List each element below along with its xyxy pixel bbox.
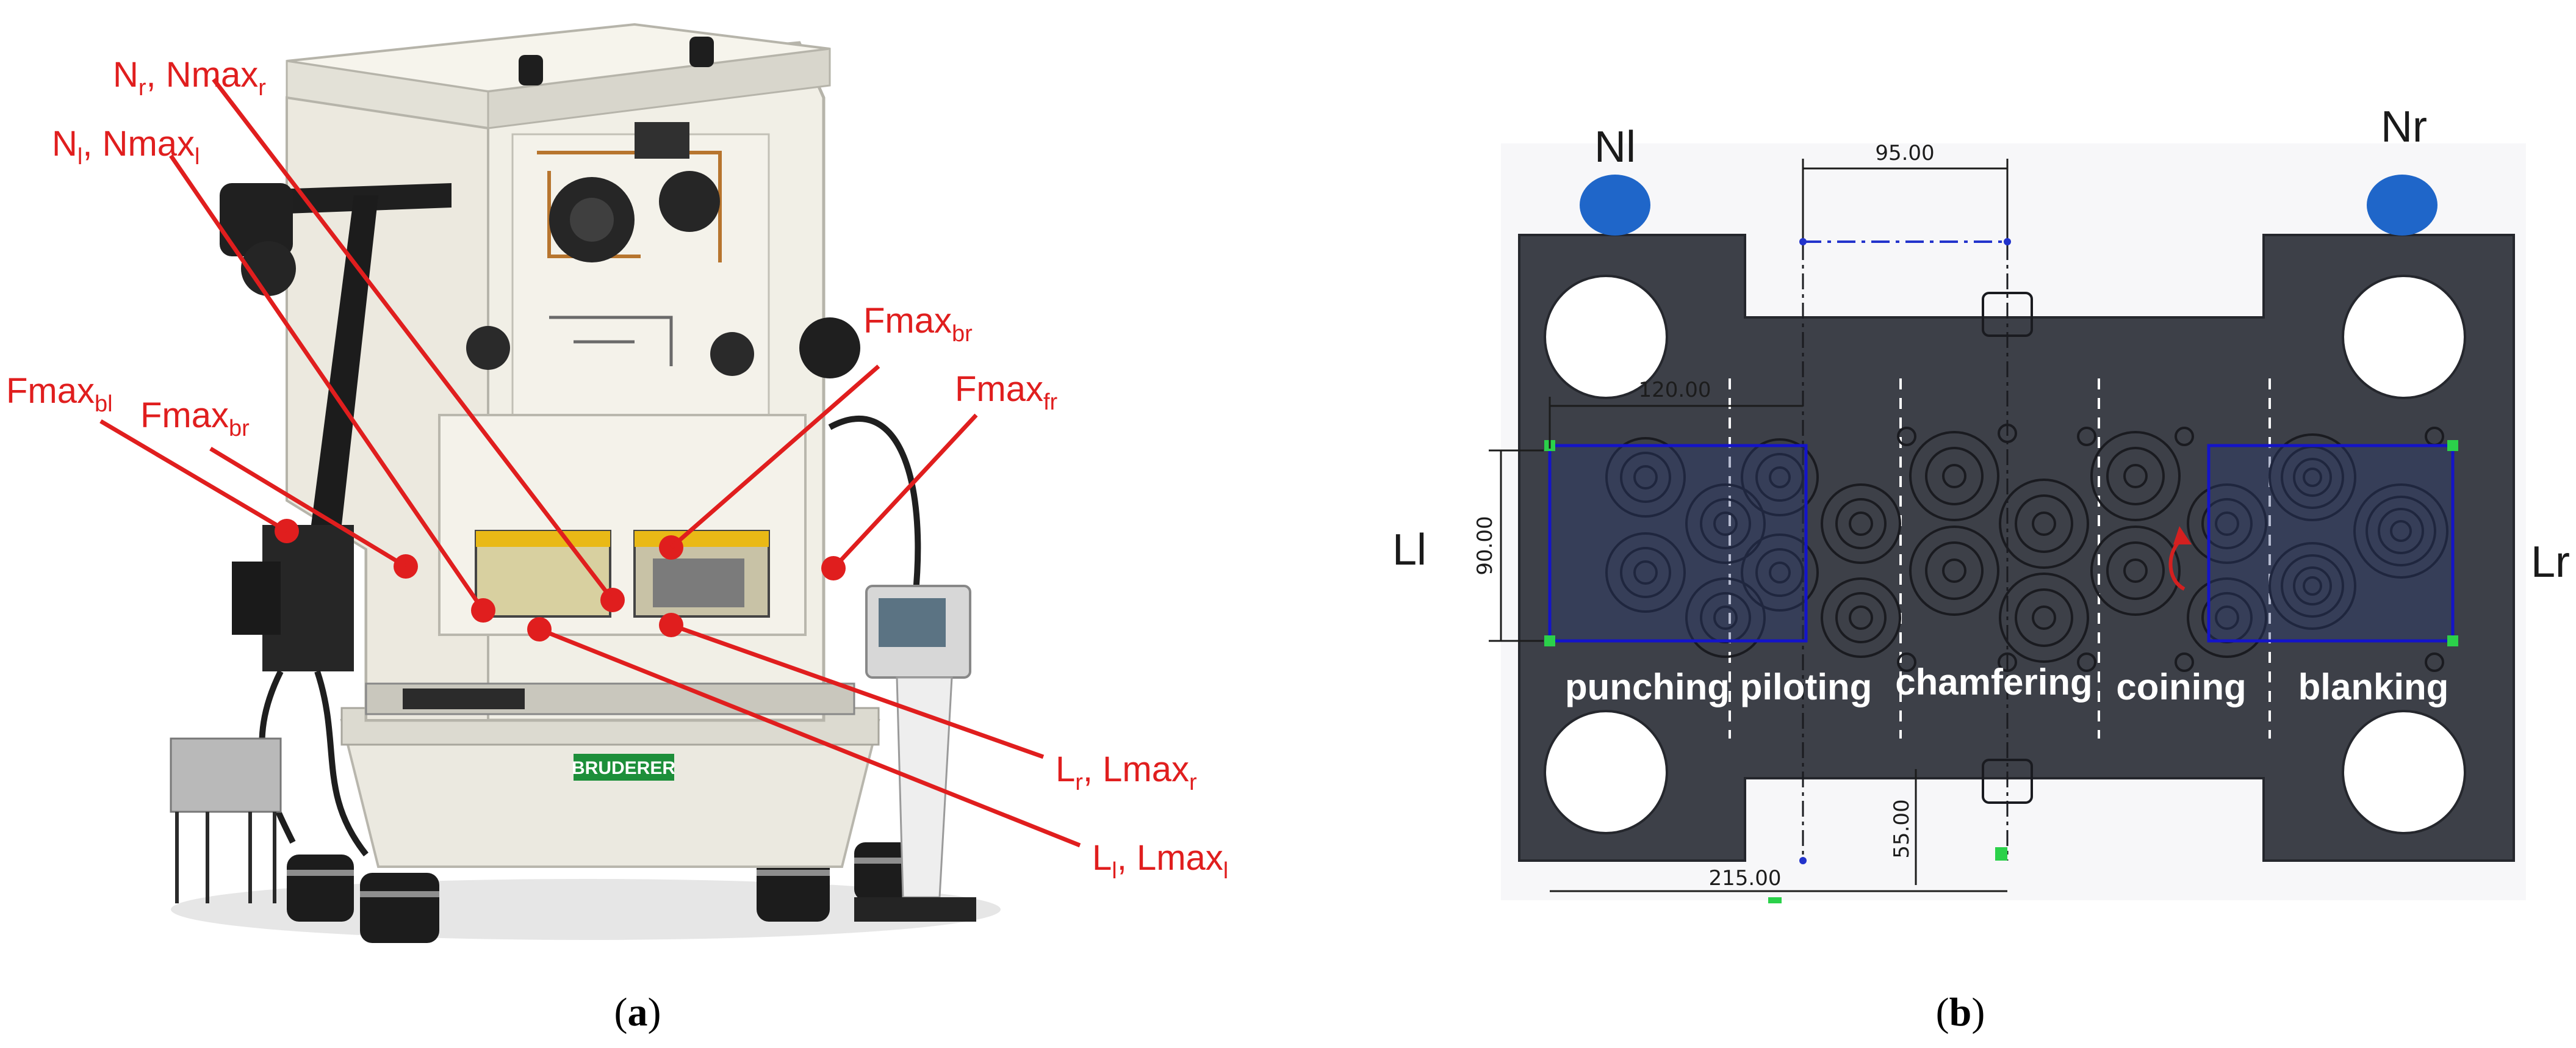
sensor-left-icon [1580, 175, 1650, 236]
label-fmax-bl: Fmaxbl [6, 371, 113, 417]
brand-plate: BRUDERER [572, 758, 675, 778]
label-fmax-br-left: Fmaxbr [140, 396, 250, 441]
caption-b: (b) [1936, 990, 1985, 1035]
corner-holes [1544, 275, 2466, 834]
press-machine-illustration: BRUDERER [170, 23, 1001, 943]
sensor-left-label: Nl [1594, 123, 1636, 172]
stage-frames [1548, 444, 2455, 643]
measurement-dot [659, 613, 683, 637]
label-fmax-br-top: Fmaxbr [863, 301, 973, 347]
stage-label-punching: punching [1565, 667, 1730, 707]
stage-label-chamfering: chamfering [1895, 662, 2092, 703]
side-left-label: Ll [1392, 526, 1427, 574]
center-lines [1802, 244, 2009, 861]
leader-lines [99, 78, 1081, 848]
dimension-215: 215.00 [1709, 866, 1782, 891]
stage-label-piloting: piloting [1740, 667, 1873, 707]
stage-label-coining: coining [2116, 667, 2246, 707]
label-l-l: Ll, Lmaxl [1092, 838, 1228, 884]
dimension-95: 95.00 [1875, 141, 1934, 165]
label-fmax-fr: Fmaxfr [955, 369, 1058, 415]
sensor-right-label: Nr [2381, 103, 2427, 151]
label-l-r: Lr, Lmaxr [1056, 750, 1197, 795]
dimension-lines [1489, 159, 2009, 892]
panel-a: BRUDERER [6, 23, 1228, 1035]
caption-a: (a) [614, 990, 661, 1035]
dimension-90: 90.00 [1473, 516, 1497, 575]
tool-circles [1605, 431, 2448, 663]
dimension-120: 120.00 [1639, 378, 1711, 402]
label-n-r: Nr, Nmaxr [113, 55, 266, 101]
die-plate [1518, 234, 2515, 862]
sensor-right-icon [2367, 175, 2437, 236]
dimension-55: 55.00 [1890, 799, 1914, 858]
panel-b: 95.00 120.00 90.00 215.00 55.00 Nl Nr Ll… [1392, 103, 2570, 1035]
label-n-l: Nl, Nmaxl [52, 124, 200, 170]
side-right-label: Lr [2531, 538, 2570, 587]
stage-label-blanking: blanking [2298, 667, 2449, 707]
stage-dividers [1729, 378, 2271, 739]
